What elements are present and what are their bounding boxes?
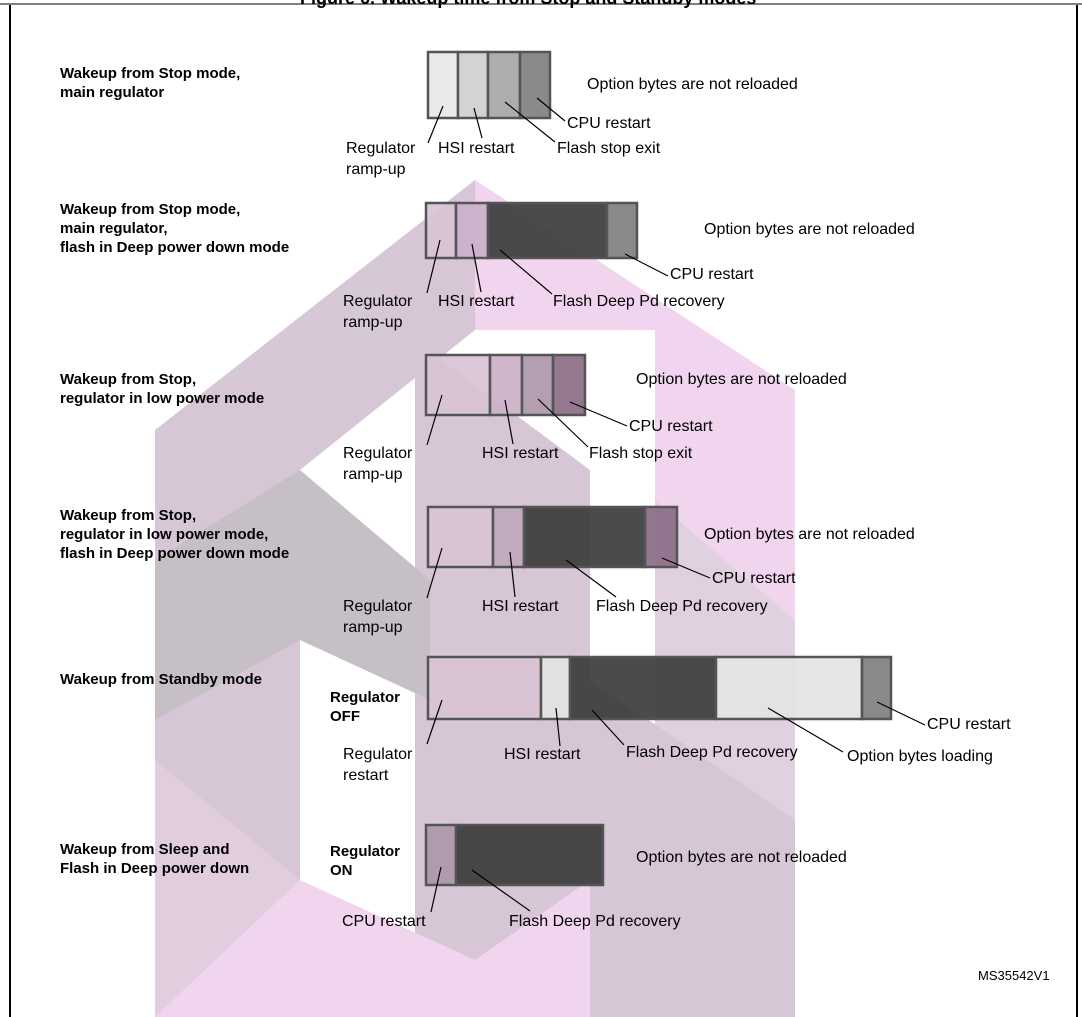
row-2-segment-2	[454, 201, 490, 260]
callout-leader-line	[471, 243, 482, 293]
row-5-segment-4	[714, 655, 864, 721]
row-4-segment-2	[491, 505, 526, 569]
row-5-label: Wakeup from Standby mode	[60, 671, 262, 688]
row-4-segment-3	[522, 505, 647, 569]
row-2-note: Option bytes are not reloaded	[704, 221, 915, 238]
row-2-callout-hsi: HSI restart	[438, 293, 515, 310]
row-6-note: Option bytes are not reloaded	[636, 849, 847, 866]
callout-leader-line	[427, 105, 444, 144]
row-4-callout-hsi: HSI restart	[482, 598, 559, 615]
row-2-callout-flash: Flash Deep Pd recovery	[553, 293, 725, 310]
row-6-segment-2	[454, 823, 605, 887]
row-3-callout-flash: Flash stop exit	[589, 445, 693, 462]
row-5-callout-cpu: CPU restart	[927, 716, 1011, 733]
callout-leader-line	[536, 97, 566, 122]
row-4-label: Wakeup from Stop,regulator in low power …	[60, 507, 290, 562]
callout-leader-line	[537, 398, 589, 448]
callout-leader-line	[876, 701, 926, 726]
row-1-callout-flash: Flash stop exit	[557, 140, 661, 157]
callout-leader-line	[426, 394, 443, 446]
row-1-segment-4	[518, 50, 552, 120]
callout-leader-line	[504, 399, 514, 445]
row-2-segment-3	[486, 201, 609, 260]
row-6-callout-cpu: CPU restart	[342, 913, 426, 930]
callout-leader-line	[426, 239, 441, 294]
callout-leader-line	[430, 866, 442, 913]
row-2-segment-1	[424, 201, 458, 260]
row-3-callout-cpu: CPU restart	[629, 418, 713, 435]
row-1-segment-1	[426, 50, 460, 120]
callout-leader-line	[504, 101, 556, 143]
row-4-segment-1	[426, 505, 495, 569]
callout-leader-line	[471, 869, 531, 912]
row-4-callout-cpu: CPU restart	[712, 570, 796, 587]
callout-leader-line	[426, 547, 443, 599]
row-3-label: Wakeup from Stop,regulator in low power …	[60, 371, 265, 407]
row-5-segment-3	[568, 655, 718, 721]
row-5-segment-1	[426, 655, 543, 721]
row-6-segment-1	[424, 823, 458, 887]
row-1-label: Wakeup from Stop mode,main regulator	[60, 65, 241, 101]
callout-leader-line	[499, 249, 553, 295]
callout-leader-line	[555, 707, 561, 747]
callout-leader-line	[661, 557, 711, 579]
callout-leader-line	[591, 709, 625, 746]
row-4-callout-flash: Flash Deep Pd recovery	[596, 598, 768, 615]
row-4-segment-4	[643, 505, 679, 569]
row-3-callout-hsi: HSI restart	[482, 445, 559, 462]
row-1-segment-3	[486, 50, 522, 120]
row-3-segment-1	[424, 353, 492, 417]
row-5-callout-option-bytes: Option bytes loading	[847, 748, 993, 765]
row-5-callout-hsi: HSI restart	[504, 746, 581, 763]
row-2-segment-4	[605, 201, 639, 260]
figure-reference: MS35542V1	[978, 968, 1050, 983]
callout-leader-line	[426, 699, 443, 745]
row-6-callout-flash: Flash Deep Pd recovery	[509, 913, 681, 930]
callout-leader-line	[767, 707, 844, 753]
row-2-label: Wakeup from Stop mode,main regulator,fla…	[60, 201, 290, 256]
row-1-note: Option bytes are not reloaded	[587, 76, 798, 93]
row-3-note: Option bytes are not reloaded	[636, 371, 847, 388]
callout-leader-line	[569, 401, 628, 427]
row-1-callout-hsi: HSI restart	[438, 140, 515, 157]
row-3-segment-2	[488, 353, 524, 417]
row-3-segment-3	[520, 353, 555, 417]
figure-title: Figure 6. Wakeup time from Stop and Stan…	[0, 0, 1082, 12]
row-3-segment-4	[551, 353, 587, 417]
callout-leader-line	[624, 253, 669, 277]
row-1-segment-2	[456, 50, 490, 120]
row-5-callout-flash: Flash Deep Pd recovery	[626, 744, 798, 761]
callout-leader-line	[565, 559, 617, 598]
row-1-callout-cpu: CPU restart	[567, 115, 651, 132]
row-5-segment-5	[860, 655, 893, 721]
callout-leader-line	[509, 551, 516, 598]
row-5-segment-2	[539, 655, 572, 721]
row-2-callout-cpu: CPU restart	[670, 266, 754, 283]
row-4-note: Option bytes are not reloaded	[704, 526, 915, 543]
callout-leader-line	[473, 107, 483, 139]
